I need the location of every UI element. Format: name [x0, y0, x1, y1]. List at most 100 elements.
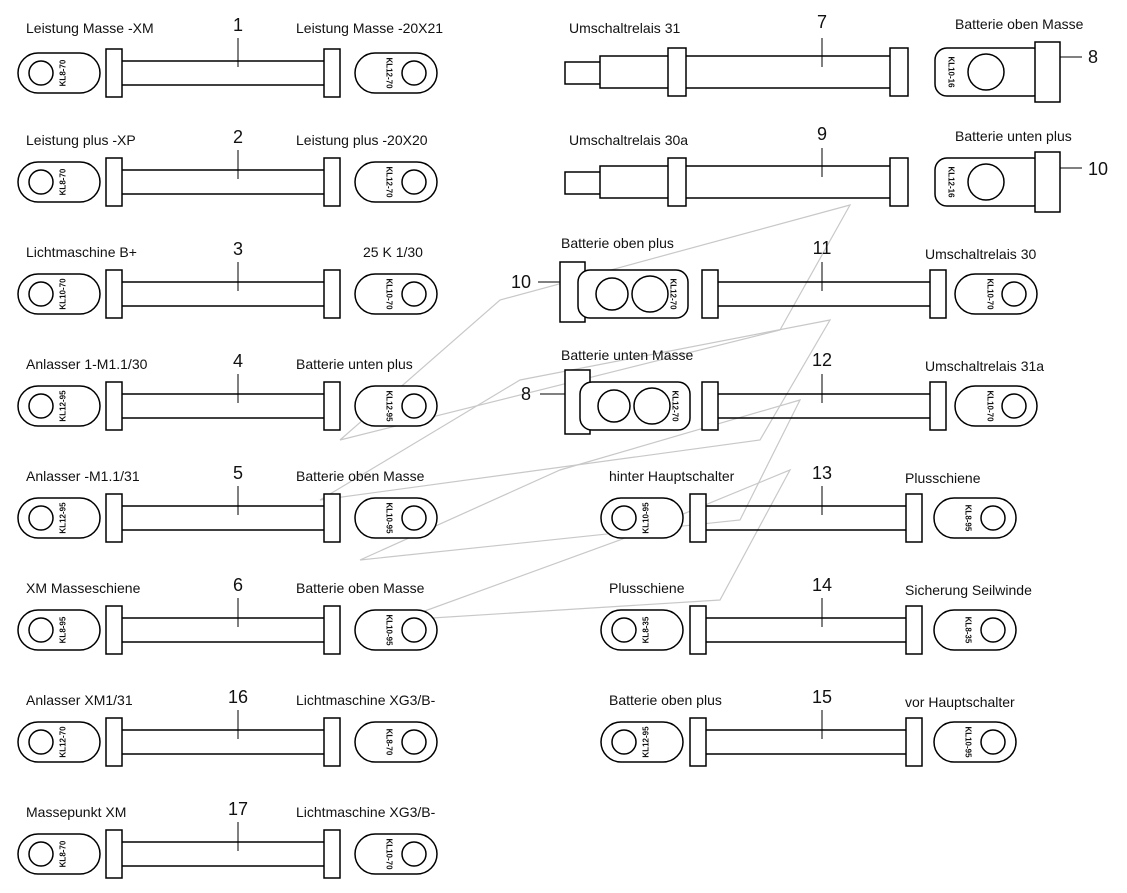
cable-assembly: Umschaltrelais 30a Batterie unten plus 9…: [564, 124, 1108, 213]
lug-hole: [597, 389, 631, 423]
cable-number: 3: [233, 239, 243, 259]
crimp-sleeve: [323, 493, 341, 543]
lug-hole: [401, 393, 427, 419]
crimp-sleeve: [323, 269, 341, 319]
cable-left-label: Anlasser -M1.1/31: [26, 468, 140, 484]
lug-hole: [980, 617, 1006, 643]
cable-right-label: Batterie oben Masse: [296, 468, 425, 484]
lug-code-right: KL10-16: [947, 56, 956, 88]
cable-assembly: Massepunkt XM Lichtmaschine XG3/B- 17 KL…: [17, 799, 438, 879]
cable-right-label: Leistung Masse -20X21: [296, 20, 443, 36]
cable-number: 5: [233, 463, 243, 483]
crimp-sleeve: [323, 829, 341, 879]
cable-assembly: Anlasser 1-M1.1/30 Batterie unten plus 4…: [17, 351, 438, 431]
cable-right-label: Lichtmaschine XG3/B-: [296, 692, 436, 708]
cable-assembly: Anlasser XM1/31 Lichtmaschine XG3/B- 16 …: [17, 687, 438, 767]
cable-assembly: hinter Hauptschalter Plusschiene 13 KL10…: [600, 463, 1017, 543]
cable-assembly: Umschaltrelais 31 Batterie oben Masse 7 …: [564, 12, 1098, 103]
lug-hole: [611, 617, 637, 643]
cable-left-label: Lichtmaschine B+: [26, 244, 137, 260]
wire-insulation-end: [599, 165, 671, 199]
lug-hole: [595, 277, 629, 311]
clamp-nut: [1034, 151, 1061, 213]
lug-hole: [401, 841, 427, 867]
cable-left-label: Leistung plus -XP: [26, 132, 136, 148]
crimp-sleeve: [105, 48, 123, 98]
cable-right-label: Plusschiene: [905, 470, 981, 486]
cable-assembly: Lichtmaschine B+ 25 K 1/30 3 KL10-70 KL1…: [17, 239, 438, 319]
cable-left-label: Umschaltrelais 31: [569, 20, 680, 36]
crimp-sleeve: [105, 157, 123, 207]
crimp-sleeve: [689, 493, 707, 543]
bare-wire-end: [564, 171, 606, 195]
cable-number: 17: [228, 799, 248, 819]
lug-code-right: KL8-70: [385, 729, 394, 756]
lug-hole: [401, 505, 427, 531]
crimp-sleeve: [701, 381, 719, 431]
crimp-sleeve: [323, 717, 341, 767]
lug-code-left: KL8-70: [59, 840, 68, 867]
lug-code-right: KL10-70: [986, 390, 995, 422]
crimp-sleeve: [323, 381, 341, 431]
lug-code-left: KL8-70: [59, 168, 68, 195]
crimp-sleeve: [105, 269, 123, 319]
cable-left-label: Anlasser 1-M1.1/30: [26, 356, 148, 372]
cable-number: 16: [228, 687, 248, 707]
cable-right-label: Batterie unten plus: [296, 356, 413, 372]
callout-number: 8: [521, 384, 531, 404]
lug-code-left: KL12-70: [59, 726, 68, 758]
lug-hole: [633, 387, 671, 425]
callout-number: 10: [1088, 159, 1108, 179]
cable-right-label: Leistung plus -20X20: [296, 132, 428, 148]
cable-right-label: Umschaltrelais 30: [925, 246, 1036, 262]
cable-left-label: Umschaltrelais 30a: [569, 132, 688, 148]
lug-code-left: KL12-95: [59, 390, 68, 422]
cable-left-label: Batterie oben plus: [609, 692, 722, 708]
cable-left-label: Plusschiene: [609, 580, 685, 596]
crimp-sleeve: [905, 493, 923, 543]
lug-hole: [401, 729, 427, 755]
crimp-sleeve: [323, 157, 341, 207]
cable-number: 1: [233, 15, 243, 35]
cable-right-label: vor Hauptschalter: [905, 694, 1015, 710]
lug-hole: [631, 275, 669, 313]
crimp-sleeve: [905, 605, 923, 655]
lug-hole: [401, 60, 427, 86]
cable-left-label: Batterie unten Masse: [561, 347, 694, 363]
lug-code-left: KL8-95: [59, 616, 68, 643]
lug-hole: [967, 163, 1005, 201]
cable-number: 14: [812, 575, 832, 595]
lug-hole: [28, 393, 54, 419]
cable-left-label: XM Masseschiene: [26, 580, 141, 596]
cable-right-label: Lichtmaschine XG3/B-: [296, 804, 436, 820]
lug-code-right: KL12-95: [385, 390, 394, 422]
cable-right-label: Umschaltrelais 31a: [925, 358, 1044, 374]
cable-right-label: Batterie oben Masse: [955, 16, 1084, 32]
lug-code-left: KL12-70: [669, 278, 678, 310]
lug-code-right: KL10-70: [385, 278, 394, 310]
cable-number: 2: [233, 127, 243, 147]
lug-hole: [1001, 393, 1027, 419]
cable-left-label: Batterie oben plus: [561, 235, 674, 251]
crimp-sleeve: [929, 269, 947, 319]
lug-code-right: KL10-95: [385, 614, 394, 646]
crimp-sleeve: [689, 605, 707, 655]
cable-assembly: XM Masseschiene Batterie oben Masse 6 KL…: [17, 575, 438, 655]
lug-hole: [401, 281, 427, 307]
lug-hole: [28, 841, 54, 867]
cable-number: 13: [812, 463, 832, 483]
cable-right-label: Batterie oben Masse: [296, 580, 425, 596]
cable-number: 12: [812, 350, 832, 370]
lug-hole: [980, 505, 1006, 531]
cable-assembly: Batterie oben plus vor Hauptschalter 15 …: [600, 687, 1017, 767]
bare-wire-end: [564, 61, 606, 85]
cable-assembly: Batterie oben plus Umschaltrelais 30 11 …: [511, 235, 1038, 323]
cable-right-label: Batterie unten plus: [955, 128, 1072, 144]
lug-code-left: KL12-95: [642, 726, 651, 758]
cable-number: 15: [812, 687, 832, 707]
crimp-sleeve: [667, 157, 687, 207]
crimp-sleeve: [905, 717, 923, 767]
cable-left-label: Leistung Masse -XM: [26, 20, 154, 36]
wire-insulation-end: [599, 55, 671, 89]
lug-code-right: KL10-70: [385, 838, 394, 870]
